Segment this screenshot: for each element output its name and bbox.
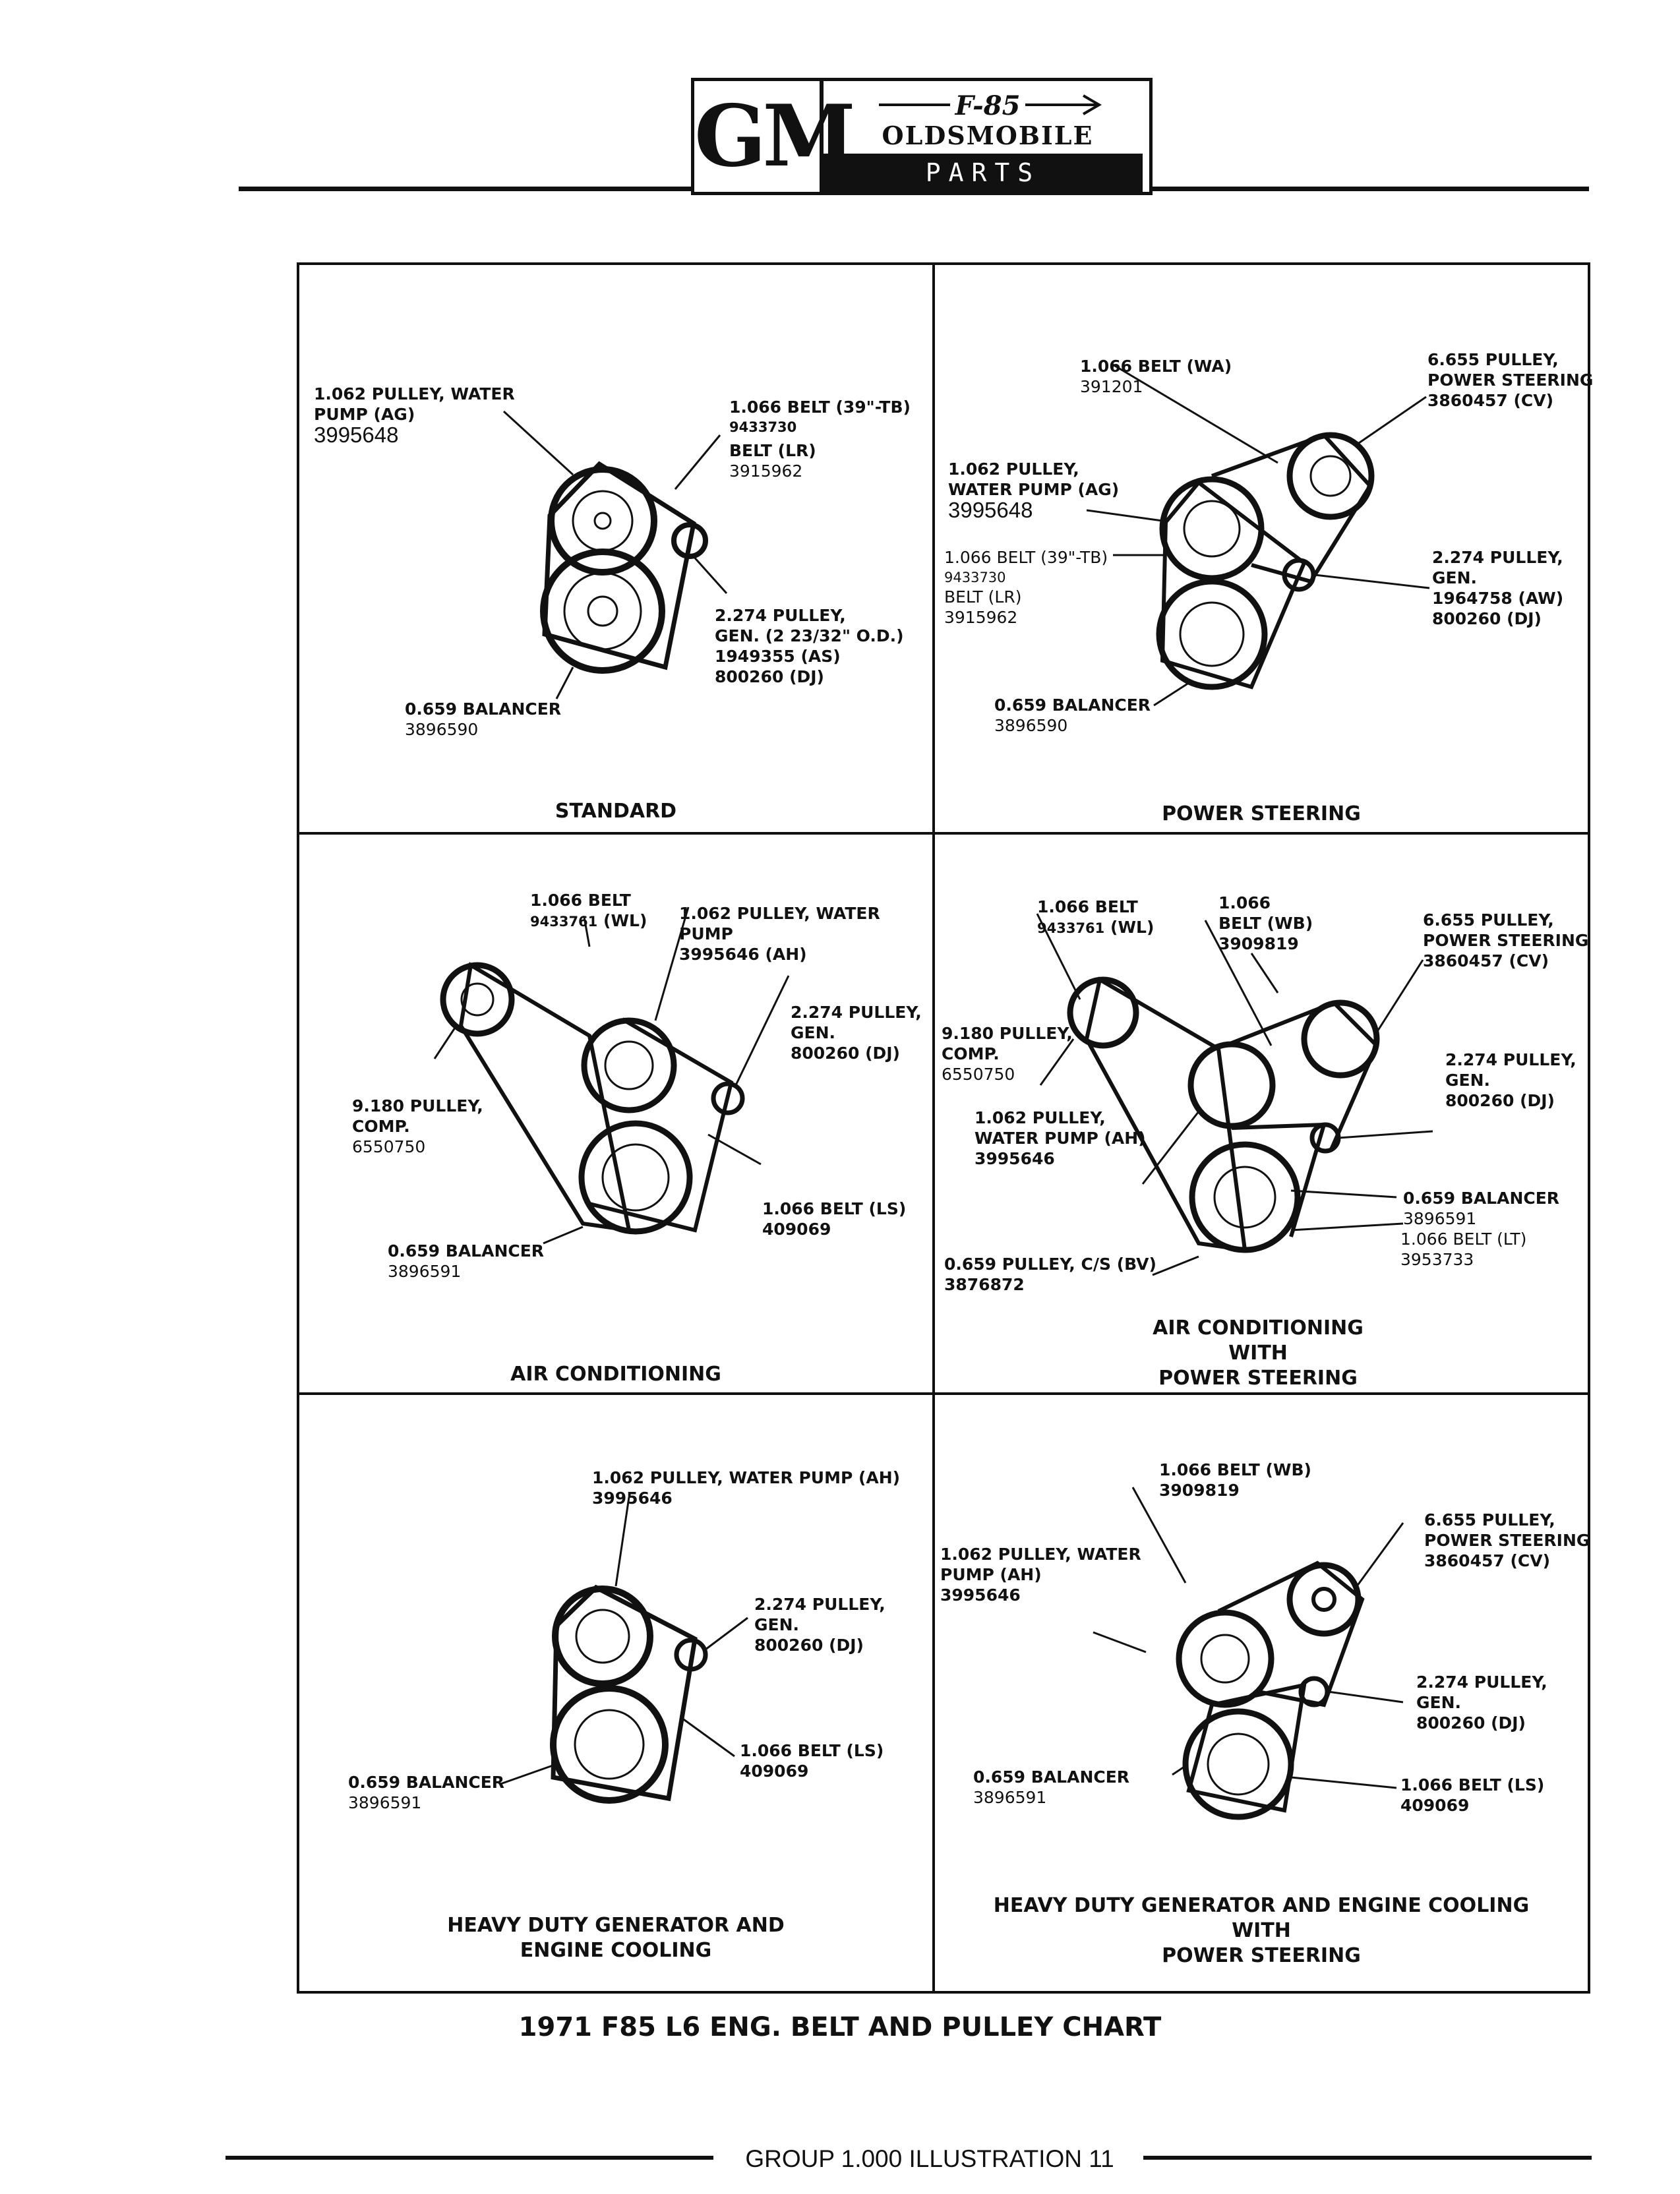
make-name: OLDSMOBILE: [882, 121, 1094, 150]
panel-heavy-duty-with-power-steering: 1.066 BELT (WB) 3909819 6.655 PULLEY, PO…: [935, 1395, 1590, 1991]
label-belt-ls: 1.066 BELT (LS) 409069: [762, 1199, 907, 1239]
heavy-duty-ps-belt-diagram: [1093, 1487, 1404, 1820]
footer-label: GROUP 1.000 ILLUSTRATION 11: [745, 2145, 1114, 2172]
panel-power-steering: 1.066 BELT (WA) 391201 6.655 PULLEY, POW…: [935, 265, 1593, 832]
compressor-pulley: [440, 962, 515, 1037]
footer-rule-left: [225, 2156, 713, 2160]
ps-belt: [1224, 1000, 1379, 1152]
chart-title: 1971 F85 L6 ENG. BELT AND PULLEY CHART: [518, 2012, 1162, 2042]
label-generator-pulley: 2.274 PULLEY, GEN. 800260 (DJ): [1445, 1050, 1576, 1110]
panel-ac-with-power-steering: 1.066 BELT 9433761 (WL) 1.066 BELT (WB) …: [935, 835, 1588, 1392]
belt: [589, 1017, 734, 1233]
catalogue-logo: GM F-85 OLDSMOBILE PARTS CATALOGUE: [691, 78, 1153, 225]
label-belt-wb: 1.066 BELT (WB) 3909819: [1218, 893, 1313, 953]
panel-caption: AIR CONDITIONING: [510, 1363, 721, 1386]
ac-belt: [1084, 976, 1247, 1253]
panel-heavy-duty: 1.062 PULLEY, WATER PUMP (AH) 3995646 2.…: [299, 1395, 932, 1991]
label-compressor-pulley: 9.180 PULLEY, COMP. 6550750: [942, 1024, 1073, 1084]
label-generator-pulley: 2.274 PULLEY, GEN. 800260 (DJ): [791, 1003, 922, 1063]
grid-vertical-divider: [932, 265, 935, 1991]
balancer-pulley: [540, 548, 665, 674]
label-belt-wa: 1.066 BELT (WA) 391201: [1080, 357, 1232, 396]
catalogue-banner: PARTS CATALOGUE: [824, 154, 1143, 225]
label-belt-39tb: 1.066 BELT (39"-TB) 9433730: [944, 548, 1108, 585]
label-belt-lr: BELT (LR) 3915962: [944, 587, 1022, 627]
label-belt-wb: 1.066 BELT (WB) 3909819: [1159, 1460, 1311, 1500]
label-balancer: 0.659 BALANCER 3896591: [973, 1767, 1130, 1807]
label-water-pump-pulley: 1.062 PULLEY, WATER PUMP 3995646 (AH): [679, 904, 880, 964]
label-compressor-pulley: 9.180 PULLEY, COMP. 6550750: [352, 1096, 483, 1156]
label-generator-pulley: 2.274 PULLEY, GEN. (2 23/32" O.D.) 19493…: [715, 606, 904, 686]
water-pump-pulley: [552, 1586, 653, 1687]
label-balancer: 0.659 BALANCER 3896590: [405, 699, 562, 739]
label-generator-pulley: 2.274 PULLEY, GEN. 800260 (DJ): [1416, 1673, 1547, 1733]
belt: [1160, 479, 1307, 690]
label-power-steering-pulley: 6.655 PULLEY, POWER STEERING 3860457 (CV…: [1424, 1510, 1590, 1570]
label-balancer: 0.659 BALANCER 3896591: [1403, 1189, 1560, 1228]
panel-standard: 1.062 PULLEY, WATER PUMP (AG) 3995648 1.…: [299, 265, 932, 832]
label-belt-wl: 1.066 BELT 9433761 (WL): [530, 891, 647, 930]
ac-belt: [458, 962, 632, 1233]
balancer-pulley: [578, 1120, 693, 1235]
label-water-pump-pulley: 1.062 PULLEY, WATER PUMP (AG) 3995648: [948, 460, 1120, 522]
label-balancer: 0.659 BALANCER 3896591: [388, 1241, 545, 1281]
balancer-pulley: [550, 1685, 669, 1804]
label-generator-pulley: 2.274 PULLEY, GEN. 800260 (DJ): [754, 1595, 885, 1655]
generator-pulley: [671, 522, 708, 559]
label-belt-ls: 1.066 BELT (LS) 409069: [740, 1741, 884, 1781]
belt: [1186, 1682, 1307, 1813]
label-balancer: 0.659 BALANCER 3896591: [348, 1773, 505, 1812]
belt: [542, 461, 696, 670]
balancer-pulley: [1156, 578, 1268, 690]
heavy-duty-belt-diagram: [500, 1497, 748, 1804]
water-pump-pulley: [1176, 1609, 1275, 1708]
label-water-pump-pulley: 1.062 PULLEY, WATER PUMP (AH) 3995646: [592, 1468, 901, 1508]
label-balancer: 0.659 BALANCER 3896590: [994, 696, 1151, 735]
label-water-pump-pulley: 1.062 PULLEY, WATER PUMP (AH) 3995646: [940, 1545, 1141, 1605]
belt: [551, 1584, 698, 1802]
label-belt-lr: BELT (LR) 3915962: [729, 441, 816, 481]
panel-caption: STANDARD: [555, 800, 677, 823]
water-pump-pulley: [548, 466, 657, 576]
label-belt-lt: 1.066 BELT (LT) 3953733: [1400, 1230, 1527, 1269]
air-conditioning-belt-diagram: [433, 906, 790, 1245]
panel-caption: HEAVY DUTY GENERATOR AND ENGINE COOLING: [447, 1914, 785, 1962]
belt-chart-grid: 1.062 PULLEY, WATER PUMP (AG) 3995648 1.…: [297, 262, 1593, 1994]
panel-caption: POWER STEERING: [1162, 802, 1361, 825]
power-steering-pulley: [1301, 999, 1380, 1079]
label-generator-pulley: 2.274 PULLEY, GEN. 1964758 (AW) 800260 (…: [1432, 548, 1564, 628]
panel-air-conditioning: 1.066 BELT 9433761 (WL) 1.062 PULLEY, WA…: [299, 835, 932, 1392]
label-power-steering-pulley: 6.655 PULLEY, POWER STEERING 3860457 (CV…: [1423, 910, 1589, 970]
label-water-pump-pulley: 1.062 PULLEY, WATER PUMP (AG) 3995648: [314, 384, 515, 447]
label-belt-wl: 1.066 BELT 9433761 (WL): [1037, 897, 1155, 937]
footer-rule-right: [1143, 2156, 1592, 2160]
label-cs-pulley: 0.659 PULLEY, C/S (BV) 3876872: [944, 1255, 1156, 1294]
model-name: F-85: [949, 90, 1026, 121]
balancer-pulley: [1189, 1141, 1301, 1253]
ac-power-steering-belt-diagram: [1036, 913, 1433, 1276]
water-pump-pulley: [1187, 1041, 1276, 1129]
standard-belt-diagram: [502, 410, 728, 699]
ps-belt: [1211, 432, 1373, 584]
panel-caption: HEAVY DUTY GENERATOR AND ENGINE COOLING …: [993, 1894, 1530, 1967]
label-belt-39tb: 1.066 BELT (39"-TB) 9433730: [729, 398, 911, 435]
label-power-steering-pulley: 6.655 PULLEY, POWER STEERING 3860457 (CV…: [1427, 350, 1594, 410]
label-water-pump-pulley: 1.062 PULLEY, WATER PUMP (AH) 3995646: [975, 1108, 1146, 1168]
power-steering-pulley: [1286, 432, 1375, 520]
model-badge: F-85: [833, 90, 1143, 121]
grid-divider-row1: [299, 832, 1588, 835]
compressor-pulley: [1067, 976, 1139, 1049]
grid-divider-row2: [299, 1392, 1588, 1395]
label-belt-ls: 1.066 BELT (LS) 409069: [1400, 1775, 1545, 1815]
power-steering-pulley: [1286, 1562, 1362, 1637]
gm-logo: GM: [694, 81, 856, 192]
belt: [1231, 1122, 1327, 1237]
water-pump-pulley: [581, 1017, 677, 1113]
generator-pulley: [711, 1081, 745, 1115]
power-steering-belt-diagram: [1086, 363, 1430, 707]
panel-caption: AIR CONDITIONING WITH POWER STEERING: [1153, 1317, 1364, 1390]
